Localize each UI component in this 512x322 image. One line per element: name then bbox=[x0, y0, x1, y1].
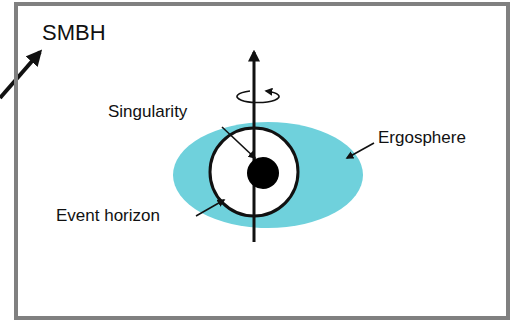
leader-line bbox=[196, 200, 224, 216]
callout-label: Singularity bbox=[108, 102, 187, 122]
singularity-dot bbox=[247, 157, 279, 189]
spin-axis bbox=[253, 52, 256, 242]
callout-label: Ergosphere bbox=[378, 128, 466, 148]
leader-line bbox=[222, 127, 255, 158]
panel-title: SMBH bbox=[42, 20, 506, 45]
pointer-arrow bbox=[0, 52, 40, 98]
event-horizon-circle bbox=[210, 128, 298, 216]
callout-label: Event horizon bbox=[56, 206, 160, 226]
rotation-arrow bbox=[237, 91, 279, 103]
ergosphere-ellipse bbox=[173, 122, 363, 228]
frame-panel: SMBH bbox=[14, 2, 510, 320]
leader-line bbox=[347, 143, 374, 158]
